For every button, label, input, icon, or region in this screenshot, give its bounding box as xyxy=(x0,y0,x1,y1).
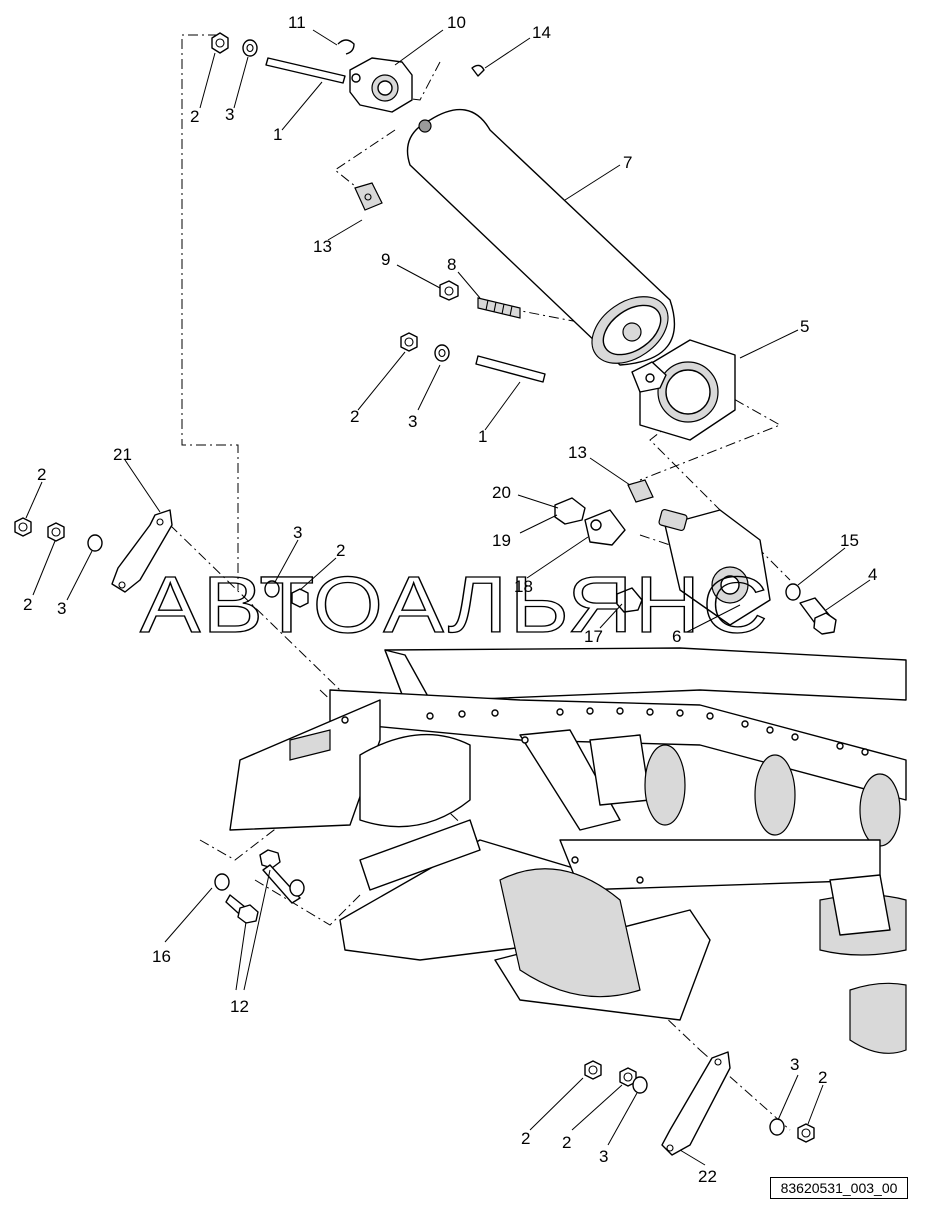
label-2: 2 xyxy=(562,1133,571,1152)
clip-11 xyxy=(337,39,355,55)
plug-20 xyxy=(554,497,586,525)
label-3: 3 xyxy=(408,412,417,431)
label-18: 18 xyxy=(514,577,533,596)
leader-lines xyxy=(25,29,871,1166)
label-3: 3 xyxy=(225,105,234,124)
washer-3-top xyxy=(242,39,258,57)
label-6: 6 xyxy=(672,627,681,646)
label-22: 22 xyxy=(698,1167,717,1186)
frame-bolts xyxy=(341,707,869,884)
label-3: 3 xyxy=(57,599,66,618)
label-15: 15 xyxy=(840,531,859,550)
label-12: 12 xyxy=(230,997,249,1016)
label-2: 2 xyxy=(818,1068,827,1087)
conveyor-frame xyxy=(229,647,907,1054)
pin-1-mid xyxy=(475,355,546,383)
plug-17 xyxy=(616,587,643,613)
fitting-18 xyxy=(584,509,626,546)
bracket-21 xyxy=(111,509,173,593)
nut-9 xyxy=(439,280,459,301)
label-1: 1 xyxy=(478,427,487,446)
stud-8 xyxy=(477,297,521,319)
label-19: 19 xyxy=(492,531,511,550)
label-2: 2 xyxy=(350,407,359,426)
label-7: 7 xyxy=(623,153,632,172)
left-bracket-group xyxy=(14,509,309,608)
label-13: 13 xyxy=(313,237,332,256)
label-8: 8 xyxy=(447,255,456,274)
drive-group xyxy=(554,497,837,635)
label-1: 1 xyxy=(273,125,282,144)
label-21: 21 xyxy=(113,445,132,464)
label-9: 9 xyxy=(381,250,390,269)
label-3: 3 xyxy=(293,523,302,542)
bracket-22 xyxy=(661,1051,731,1156)
label-14: 14 xyxy=(532,23,551,42)
label-2: 2 xyxy=(37,465,46,484)
middle-fasteners xyxy=(400,280,546,383)
nut-2-top xyxy=(211,32,229,54)
nut-2-mid xyxy=(400,332,418,352)
label-3: 3 xyxy=(790,1055,799,1074)
label-2: 2 xyxy=(190,107,199,126)
bottom-bracket-group xyxy=(584,1051,815,1156)
label-2: 2 xyxy=(336,541,345,560)
label-3: 3 xyxy=(599,1147,608,1166)
label-2: 2 xyxy=(521,1129,530,1148)
label-16: 16 xyxy=(152,947,171,966)
watermark-text: АВТОАЛЬЯНС xyxy=(140,560,770,649)
bearing-housing-5 xyxy=(627,339,736,503)
square-nut-13-top xyxy=(354,182,383,211)
bolts-12-washer-16 xyxy=(214,849,305,924)
label-11: 11 xyxy=(288,13,306,32)
top-bearing-group xyxy=(211,32,485,211)
part-labels: 11 10 14 2 3 1 7 13 9 8 5 2 3 1 13 21 2 … xyxy=(23,13,877,1186)
cap-14 xyxy=(471,64,485,77)
label-5: 5 xyxy=(800,317,809,336)
washer-3-mid xyxy=(434,344,450,362)
label-4: 4 xyxy=(868,565,877,584)
square-nut-13-mid xyxy=(627,479,654,503)
label-17: 17 xyxy=(584,627,603,646)
label-13: 13 xyxy=(568,443,587,462)
drum-roller-7 xyxy=(406,108,675,366)
pin-1-top xyxy=(265,57,346,84)
drawing-code: 83620531_003_00 xyxy=(770,1177,908,1199)
label-20: 20 xyxy=(492,483,511,502)
washer-15 xyxy=(785,583,801,601)
label-10: 10 xyxy=(447,13,466,32)
label-2: 2 xyxy=(23,595,32,614)
